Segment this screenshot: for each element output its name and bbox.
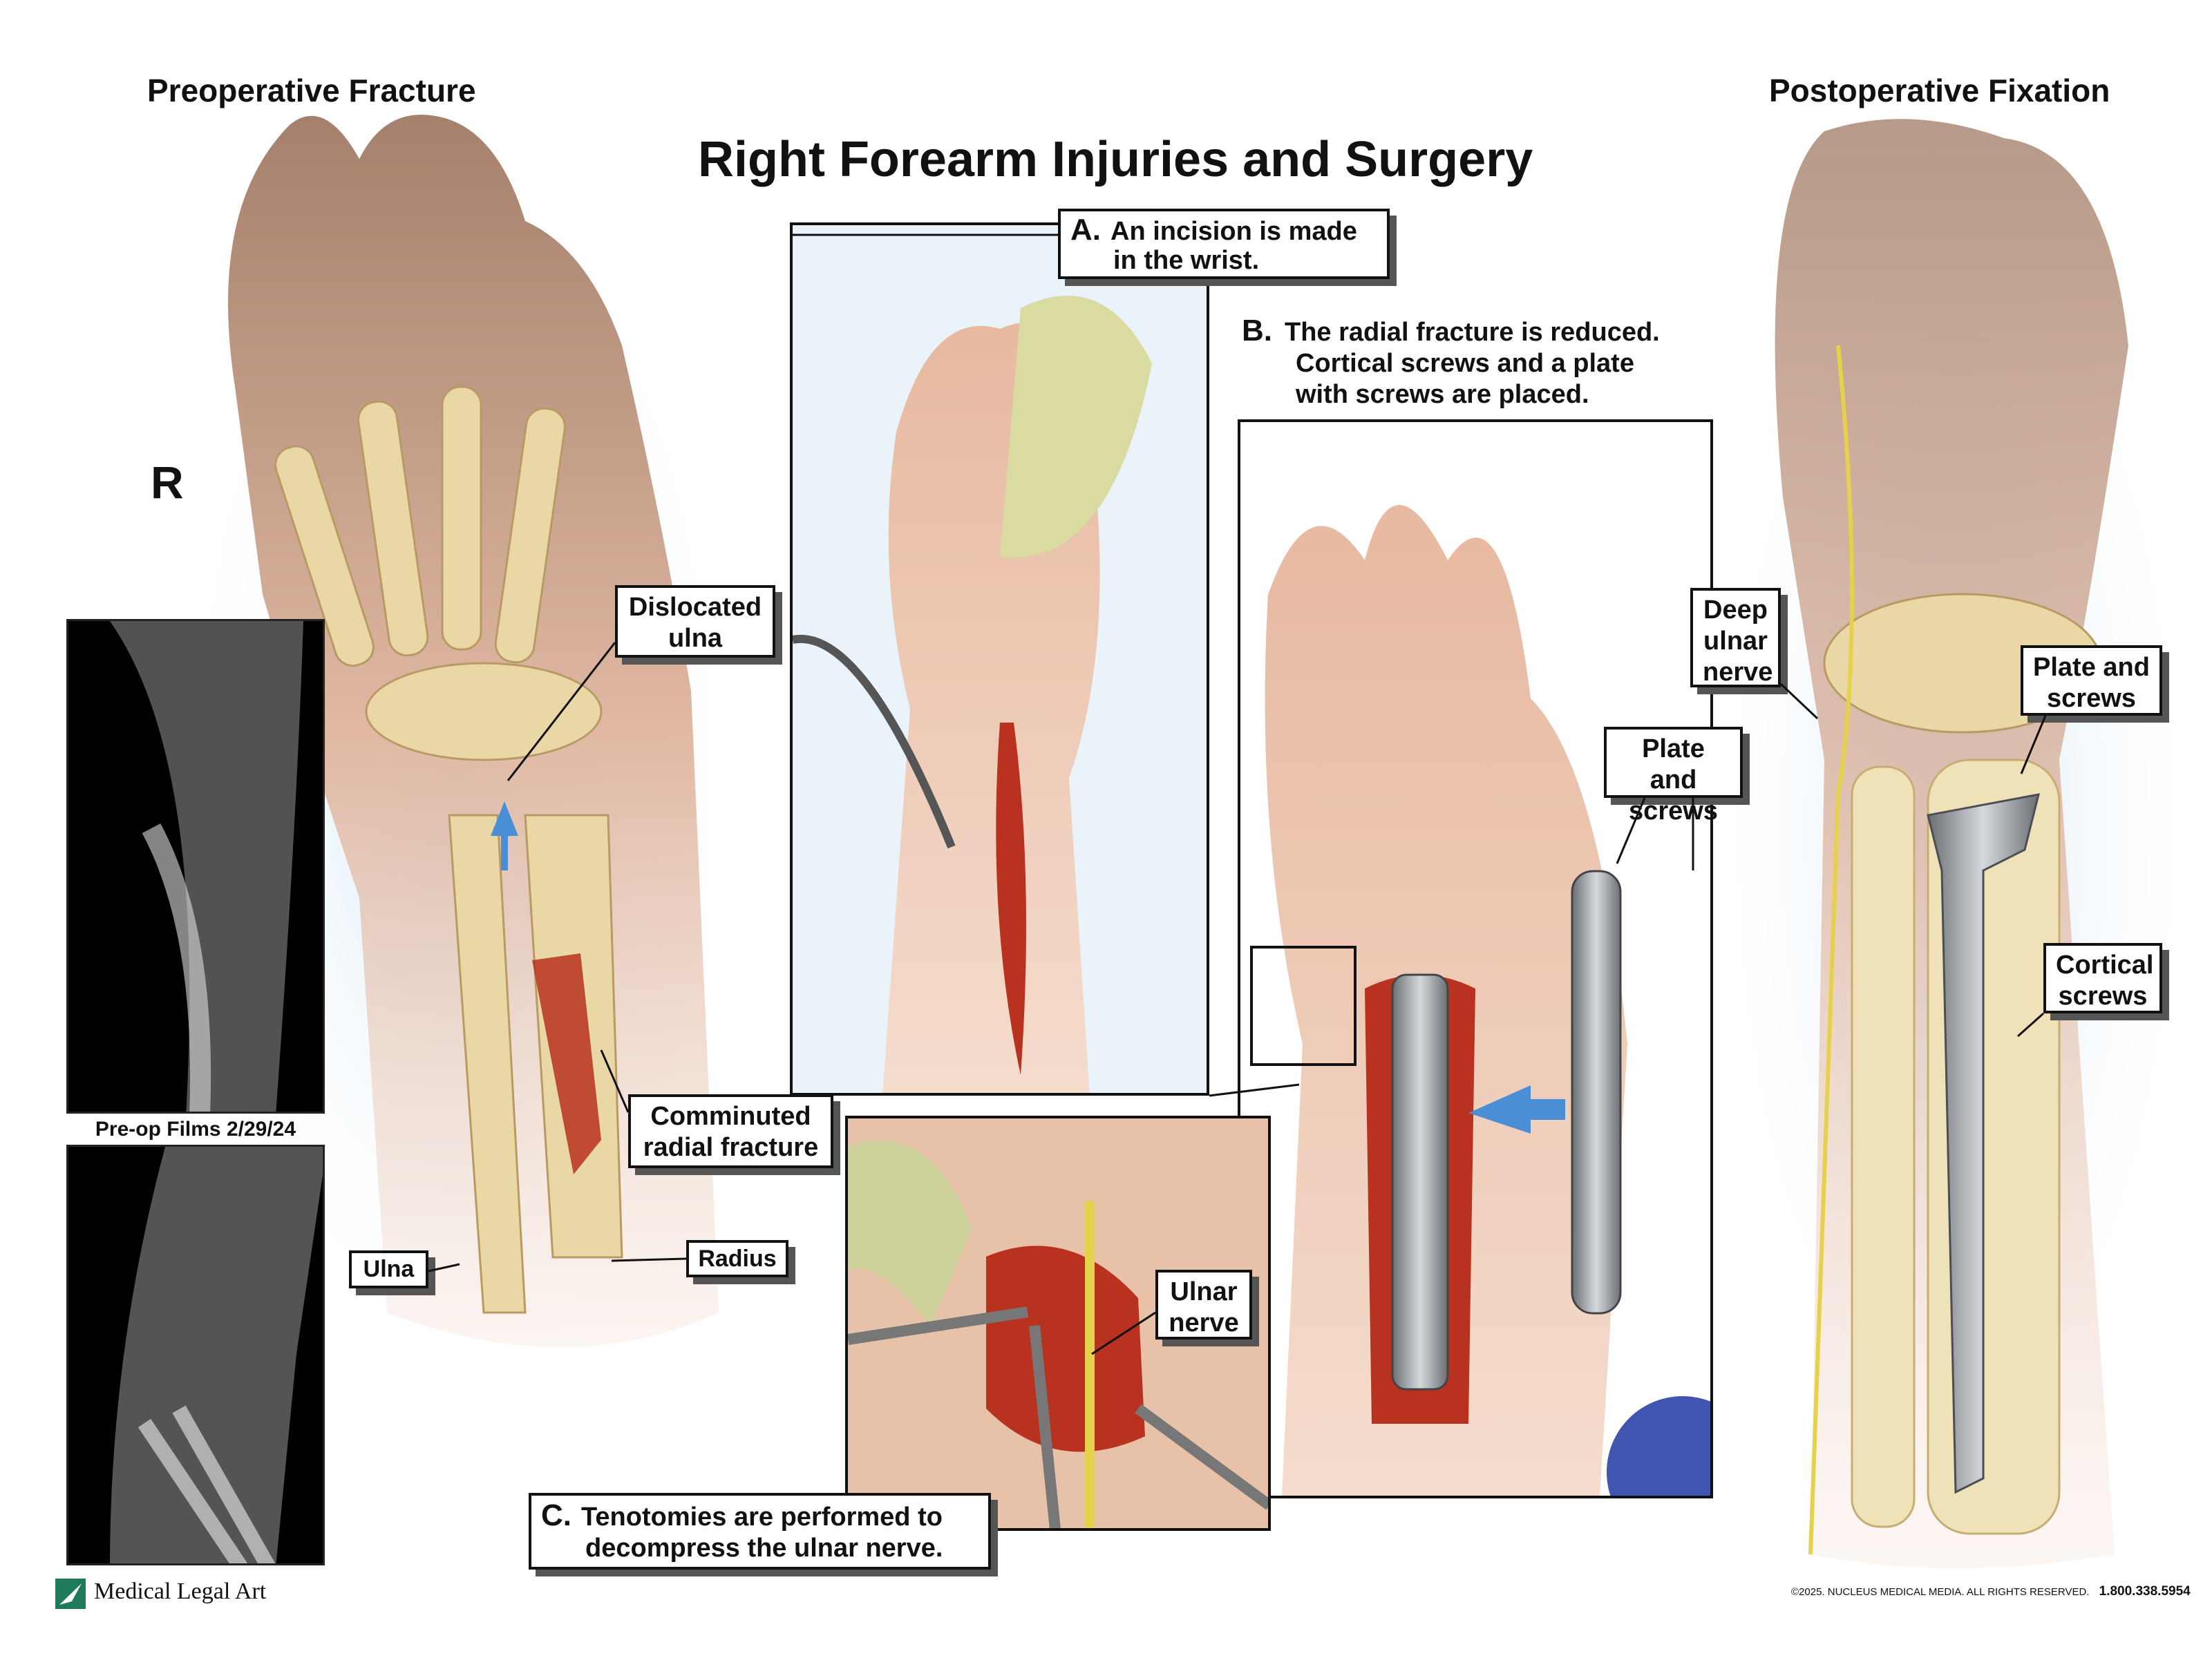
step-c-letter: C. <box>541 1498 571 1532</box>
label-line: nerve <box>1703 658 1773 687</box>
xray-ap-view <box>66 619 325 1114</box>
copyright-notice: ©2025. NUCLEUS MEDICAL MEDIA. ALL RIGHTS… <box>1791 1584 2191 1599</box>
label-plate-and-screws-panel: Plate and screws <box>1604 727 1743 826</box>
label-line: ulna <box>668 624 723 653</box>
logo-text: Medical Legal Art <box>94 1579 267 1604</box>
step-a-line-1: An incision is made <box>1110 217 1357 246</box>
label-ulna: Ulna <box>349 1250 428 1288</box>
step-b-line-3: with screws are placed. <box>1296 380 1589 409</box>
label-line: screws <box>1629 797 1718 826</box>
phone-number: 1.800.338.5954 <box>2099 1584 2191 1599</box>
step-c-line-2: decompress the ulnar nerve. <box>585 1534 943 1563</box>
label-line: nerve <box>1169 1308 1239 1337</box>
label-line: Cortical <box>2056 951 2154 980</box>
postoperative-arm-illustration <box>1707 119 2204 1569</box>
medical-legal-art-logo-mark <box>55 1579 86 1609</box>
step-a-letter: A. <box>1070 213 1101 247</box>
copyright-text: ©2025. NUCLEUS MEDICAL MEDIA. ALL RIGHTS… <box>1791 1586 2090 1598</box>
ulna-bone <box>448 814 527 1314</box>
scalpel <box>793 634 956 849</box>
label-line: Comminuted <box>650 1102 811 1131</box>
step-b-letter: B. <box>1242 314 1272 347</box>
surgical-drill <box>1607 1396 1710 1496</box>
placement-arrow-icon <box>1468 1085 1565 1134</box>
label-line: Deep <box>1703 595 1768 625</box>
xray-caption: Pre-op Films 2/29/24 <box>95 1118 296 1141</box>
comminuted-fracture-site <box>532 953 601 1174</box>
preoperative-heading: Preoperative Fracture <box>147 73 476 108</box>
detail-inset-box <box>1250 946 1356 1066</box>
step-b-line-1: The radial fracture is reduced. <box>1285 318 1660 347</box>
page-title: Right Forearm Injuries and Surgery <box>698 132 1533 187</box>
plate-in-wound <box>1391 973 1449 1391</box>
label-line: Dislocated <box>628 593 762 622</box>
gloved-hand <box>848 1141 972 1326</box>
gloved-hand <box>1000 296 1152 558</box>
step-c-line-1: Tenotomies are performed to <box>581 1503 943 1532</box>
label-line: Plate and <box>2033 653 2150 682</box>
retractors <box>848 1306 1268 1528</box>
spare-plate <box>1571 870 1622 1315</box>
label-line: ulnar <box>1703 627 1768 656</box>
fixation-plate <box>1927 793 2041 1494</box>
label-line: radial fracture <box>643 1133 819 1162</box>
xray-lateral-view <box>66 1145 325 1565</box>
label-line: Ulnar <box>1170 1277 1238 1306</box>
panel-c-tenotomy <box>845 1116 1271 1531</box>
label-line: Plate and <box>1642 734 1705 794</box>
postoperative-heading: Postoperative Fixation <box>1769 73 2110 108</box>
step-b-line-2: Cortical screws and a plate <box>1296 349 1634 378</box>
label-line: screws <box>2058 982 2148 1011</box>
ulnar-nerve-line <box>1808 345 1854 1555</box>
label-radius: Radius <box>686 1240 788 1277</box>
step-a-line-2: in the wrist. <box>1113 246 1260 275</box>
label-line: screws <box>2047 684 2136 713</box>
dislocation-arrow-icon <box>491 801 518 870</box>
panel-a-incision <box>790 222 1209 1096</box>
panel-b-plate-fixation <box>1238 419 1713 1498</box>
step-b-text: B. The radial fracture is reduced. Cortic… <box>1242 315 1660 410</box>
side-marker: R <box>151 457 184 508</box>
